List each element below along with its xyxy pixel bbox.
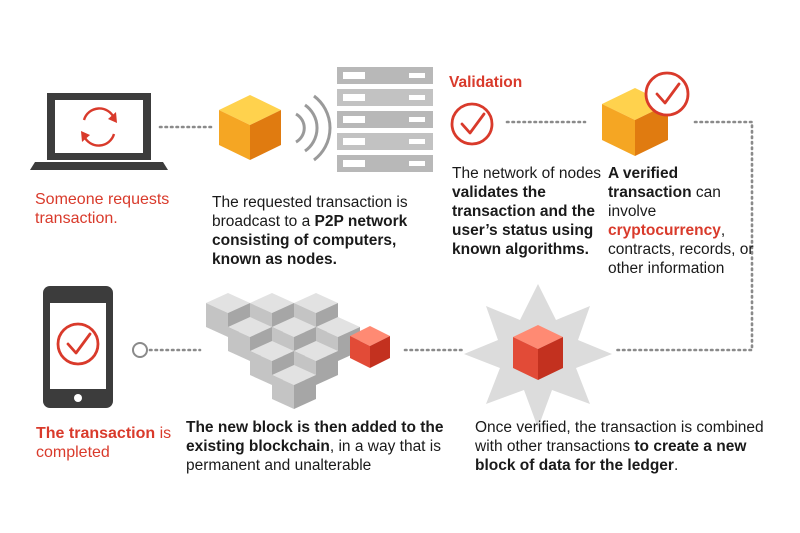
validation-heading: Validation <box>449 74 523 91</box>
step7-text-a: The transaction <box>36 425 156 442</box>
step7-text: The transaction is completed <box>36 424 176 462</box>
step5-text-b: to create a new block of data for the le… <box>475 438 747 474</box>
burst-red-cube-icon <box>464 284 612 428</box>
connector-end-circle <box>132 342 148 358</box>
step5-text-c: . <box>673 457 679 474</box>
step4-text: A verified transaction can involve crypt… <box>608 164 758 278</box>
server-rack-icon <box>337 67 433 172</box>
blockchain-cubes-icon <box>206 293 390 409</box>
step3-text-a: The network of nodes <box>452 165 602 182</box>
step4-text-b: can involve <box>608 184 721 220</box>
step4-text-a: A verified transaction <box>608 165 692 201</box>
step2-text-a: The requested transaction is broadcast t… <box>212 194 408 230</box>
checkmark-circle-icon <box>450 102 494 146</box>
connector-3 <box>614 120 754 352</box>
smartphone-check-icon <box>43 286 113 408</box>
orange-cube-icon <box>219 95 281 160</box>
verified-cube-icon <box>602 71 690 156</box>
step3-text-b: validates the transaction and the user’s… <box>452 184 595 258</box>
step5-text-a: Once verified, the transaction is combin… <box>475 419 764 455</box>
step5-text: Once verified, the transaction is combin… <box>475 418 785 475</box>
signal-waves-icon <box>295 94 332 162</box>
step4-text-d: , contracts, records, or other informati… <box>608 222 754 277</box>
step4-text-c: cryptocurrency <box>608 222 721 239</box>
step7-text-b: is completed <box>36 425 172 461</box>
step6-text: The new block is then added to the exist… <box>186 418 476 475</box>
laptop-refresh-icon <box>30 93 168 170</box>
step1-text: Someone requests transaction. <box>35 191 170 227</box>
step2-text-b: P2P network consisting of computers, kno… <box>212 213 408 268</box>
step2-text: The requested transaction is broadcast t… <box>212 193 437 269</box>
step6-text-b: , in a way that is permanent and unalter… <box>186 438 441 474</box>
step6-text-a: The new block is then added to the exist… <box>186 419 444 455</box>
step3-text: The network of nodes validates the trans… <box>452 164 602 259</box>
